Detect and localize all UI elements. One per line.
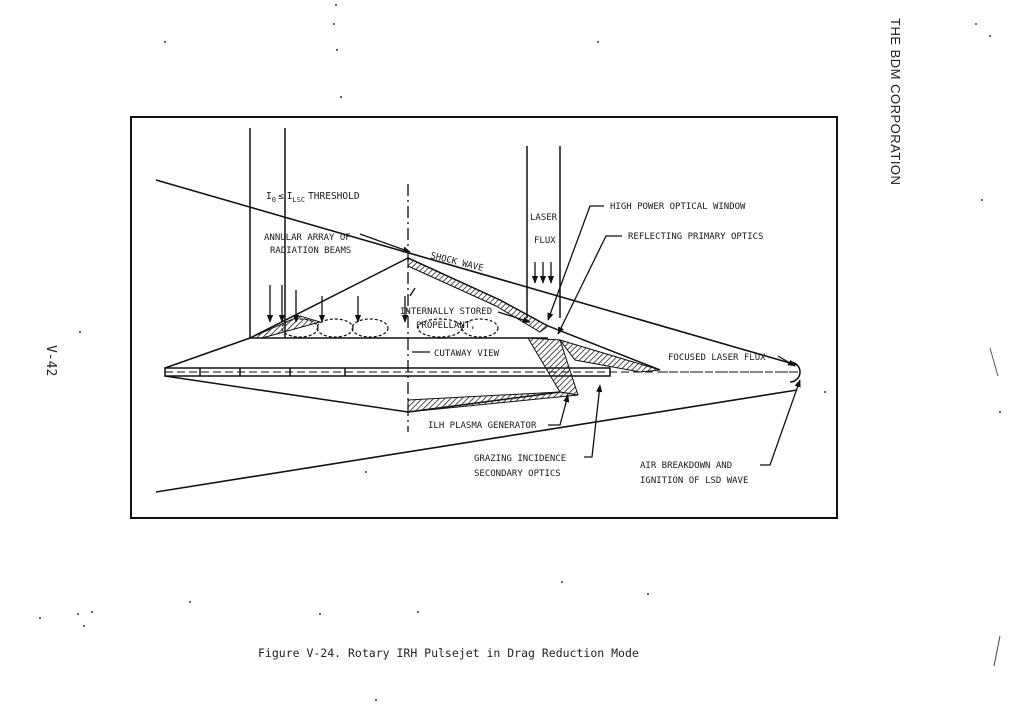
laser-flux-label-1: LASER — [530, 213, 558, 223]
shock-wave-label: SHOCK WAVE — [429, 251, 484, 274]
hatched-shell — [407, 257, 549, 333]
grazing-incidence-label-1: GRAZING INCIDENCE — [474, 454, 566, 464]
focused-laser-flux-label: FOCUSED LASER FLUX — [668, 353, 766, 363]
shock-wave-lower — [155, 389, 798, 493]
reflecting-optics-label: REFLECTING PRIMARY OPTICS — [628, 232, 763, 242]
ilh-plasma-label: ILH PLASMA GENERATOR — [428, 421, 537, 431]
grazing-incidence-label-2: SECONDARY OPTICS — [474, 469, 561, 479]
laser-flux-label-2: FLUX — [534, 236, 556, 246]
radiation-beams — [249, 128, 561, 338]
secondary-optics-hatch — [558, 339, 661, 373]
air-breakdown-label-2: IGNITION OF LSD WAVE — [640, 476, 748, 486]
internally-stored-label-2: PROPELLANT, — [416, 321, 476, 331]
annular-array-label-2: RADIATION BEAMS — [270, 246, 351, 256]
internally-stored-label-1: INTERNALLY STORED — [400, 307, 492, 317]
propellant-ellipses — [281, 318, 499, 338]
figure-caption: Figure V-24. Rotary IRH Pulsejet in Drag… — [258, 646, 639, 660]
air-breakdown-label-1: AIR BREAKDOWN AND — [640, 461, 732, 471]
leader-lines — [359, 205, 801, 466]
figure-frame — [130, 116, 838, 519]
cutaway-view-label: CUTAWAY VIEW — [434, 349, 500, 359]
scan-specks — [39, 4, 1001, 701]
lower-hatch — [407, 391, 579, 413]
beam-arrows — [266, 262, 555, 323]
high-power-window-label: HIGH POWER OPTICAL WINDOW — [610, 202, 746, 212]
vehicle-body — [164, 257, 661, 413]
shock-wave-upper — [155, 179, 798, 366]
annular-array-label-1: ANNULAR ARRAY OF — [264, 233, 351, 243]
